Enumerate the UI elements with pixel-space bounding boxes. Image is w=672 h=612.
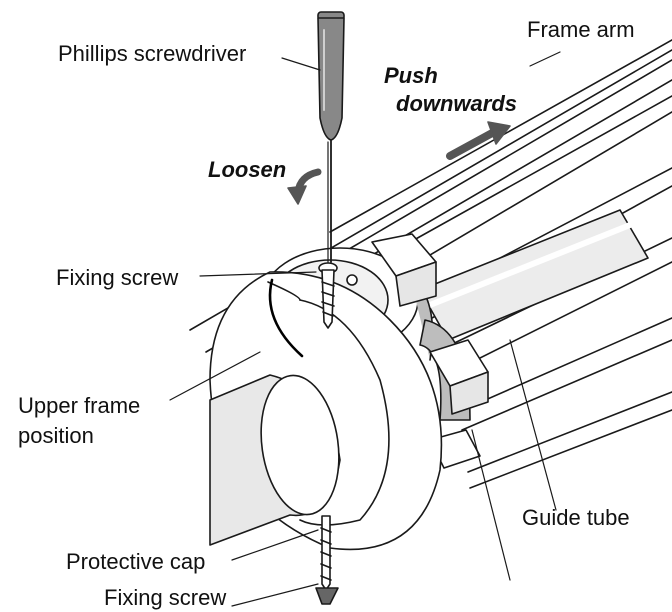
arm-clamps (371, 233, 489, 469)
label-push: Push (384, 63, 438, 88)
leader-lines (169, 51, 561, 607)
loosen-arrow-icon (287, 168, 322, 205)
label-guide-tube: Guide tube (522, 505, 630, 530)
label-position: position (18, 423, 94, 448)
label-fixing-screw-top: Fixing screw (56, 265, 179, 290)
top-fixing-screw-icon (318, 262, 338, 329)
label-upper-frame: Upper frame (18, 393, 141, 418)
phillips-screwdriver-icon (317, 11, 345, 263)
frame-arms (189, 39, 672, 489)
label-downwards: downwards (396, 91, 518, 116)
upper-frame-mark (268, 278, 304, 358)
label-frame-arm: Frame arm (527, 17, 635, 42)
bottom-fixing-screw-icon (315, 515, 339, 605)
label-phillips-screwdriver: Phillips screwdriver (58, 41, 247, 66)
label-fixing-screw-bottom: Fixing screw (104, 585, 227, 610)
tube-end (209, 374, 341, 546)
label-loosen: Loosen (208, 157, 287, 182)
label-protective-cap: Protective cap (66, 549, 206, 574)
push-arrow-icon (446, 121, 511, 160)
guide-tube (419, 209, 649, 341)
